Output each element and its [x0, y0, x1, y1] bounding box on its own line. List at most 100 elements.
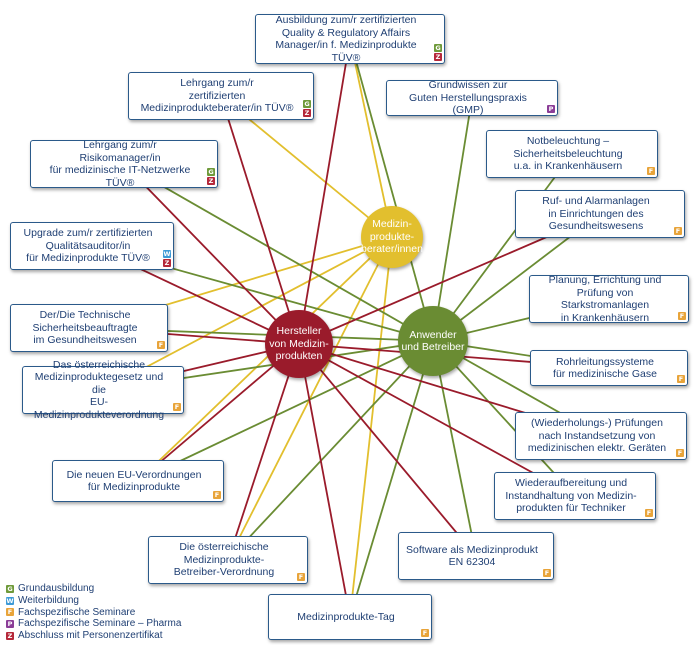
badge-f-icon: F	[645, 509, 653, 517]
course-starkstromanlagen[interactable]: Planung, Errichtung und Prüfung von Star…	[529, 274, 689, 324]
course-medizinproduktegesetz[interactable]: Das österreichische Medizinproduktegeset…	[22, 359, 184, 421]
legend-label: Fachspezifische Seminare	[18, 606, 136, 618]
badge-f-icon: F	[647, 167, 655, 175]
badge-f-icon: F	[297, 573, 305, 581]
course-label: Planung, Errichtung und Prüfung von Star…	[548, 274, 662, 324]
course-label: Die österreichische Medizinprodukte- Bet…	[173, 541, 275, 579]
badge-f-icon: F	[676, 449, 684, 457]
badge-group: F	[213, 491, 221, 499]
badge-group: F	[157, 341, 165, 349]
connection-anwender-b14	[432, 340, 576, 497]
course-wiederholungspruefungen[interactable]: (Wiederholungs-) Prüfungen nach Instands…	[515, 412, 687, 460]
course-rohrleitungssysteme[interactable]: Rohrleitungssysteme für medizinische Gas…	[530, 350, 688, 386]
course-label: (Wiederholungs-) Prüfungen nach Instands…	[527, 417, 667, 455]
badge-group: F	[674, 227, 682, 235]
hub-hersteller[interactable]: Hersteller von Medizin- produkten	[265, 310, 333, 378]
connection-berater-b17	[349, 236, 393, 618]
connection-anwender-b16	[432, 340, 477, 557]
badge-group: F	[647, 167, 655, 175]
badge-group: F	[678, 312, 686, 320]
course-qualitaetsauditor[interactable]: Upgrade zum/r zertifizierten Qualitätsau…	[10, 222, 174, 270]
badge-group: P	[547, 105, 555, 113]
hub-medizinprodukteberater[interactable]: Medizin- produkte- berater/innen	[361, 206, 423, 268]
connection-anwender-b5	[432, 153, 573, 342]
badge-f-icon: F	[213, 491, 221, 499]
badge-group: F	[173, 403, 181, 411]
course-label: Notbeleuchtung – Sicherheitsbeleuchtung …	[513, 135, 623, 173]
course-qra-manager[interactable]: Ausbildung zum/r zertifizierten Quality …	[255, 14, 445, 64]
connection-hersteller-b4	[123, 163, 300, 345]
badge-z-icon: Z	[207, 177, 215, 185]
connection-anwender-b13	[137, 340, 434, 482]
hub-anwender-betreiber[interactable]: Anwender und Betreiber	[398, 306, 468, 376]
badge-g-icon: G	[434, 44, 442, 52]
connection-anwender-b4	[123, 163, 434, 342]
badge-w-icon: W	[163, 250, 171, 258]
course-ruf-alarmanlagen[interactable]: Ruf- und Alarmanlagen in Einrichtungen d…	[515, 190, 685, 238]
badge-f-icon: F	[173, 403, 181, 411]
connection-anwender-b17	[349, 340, 434, 618]
course-betreiber-verordnung[interactable]: Die österreichische Medizinprodukte- Bet…	[148, 536, 308, 584]
legend-label: Grundausbildung	[18, 583, 95, 594]
course-label: Wiederaufbereitung und Instandhaltung vo…	[505, 477, 637, 515]
course-label: Lehrgang zum/r Risikomanager/in für medi…	[49, 139, 191, 189]
course-wiederaufbereitung[interactable]: Wiederaufbereitung und Instandhaltung vo…	[494, 472, 656, 520]
course-label: Der/Die Technische Sicherheitsbeauftragt…	[32, 309, 138, 347]
course-label: Ruf- und Alarmanlagen in Einrichtungen d…	[542, 195, 650, 233]
connection-hersteller-b14	[298, 343, 576, 497]
connection-hersteller-b15	[227, 343, 300, 561]
course-label: Ausbildung zum/r zertifizierten Quality …	[275, 14, 417, 64]
connection-berater-b11	[102, 236, 393, 391]
course-label: Die neuen EU-Verordnungen für Medizinpro…	[66, 468, 202, 494]
badge-f-icon: F	[678, 312, 686, 320]
badge-w-icon: W	[6, 596, 14, 605]
course-label: Rohrleitungssysteme für medizinische Gas…	[553, 355, 657, 381]
badge-group: F	[676, 449, 684, 457]
course-sicherheitsbeauftragte[interactable]: Der/Die Technische Sicherheitsbeauftragt…	[10, 304, 168, 352]
course-label: Software als Medizinprodukt EN 62304	[406, 543, 538, 569]
legend-item: F Fachspezifische Seminare	[6, 607, 181, 619]
connection-anwender-b1	[349, 38, 434, 342]
course-label: Lehrgang zum/r zertifizierten Medizinpro…	[140, 77, 294, 115]
course-label: Medizinprodukte-Tag	[297, 610, 395, 623]
connection-berater-b1	[349, 38, 393, 238]
badge-group: F	[645, 509, 653, 517]
course-label: Upgrade zum/r zertifizierten Qualitätsau…	[23, 227, 153, 265]
course-label: Grundwissen zur Guten Herstellungspraxis…	[409, 79, 527, 117]
badge-p-icon: P	[6, 620, 14, 629]
badge-z-icon: Z	[163, 259, 171, 267]
connection-hersteller-b2	[220, 95, 300, 345]
badge-f-icon: F	[6, 608, 14, 617]
course-eu-verordnungen[interactable]: Die neuen EU-Verordnungen für Medizinpro…	[52, 460, 224, 502]
connection-hersteller-b17	[298, 343, 351, 618]
course-notbeleuchtung[interactable]: Notbeleuchtung – Sicherheitsbeleuchtung …	[486, 130, 658, 178]
connection-hersteller-b13	[137, 343, 300, 482]
badge-g-icon: G	[303, 100, 311, 108]
badge-p-icon: P	[547, 105, 555, 113]
connection-hersteller-b16	[298, 343, 477, 557]
badge-g-icon: G	[6, 584, 14, 593]
connection-hersteller-b1	[298, 38, 351, 345]
course-medizinprodukteberater[interactable]: Lehrgang zum/r zertifizierten Medizinpro…	[128, 72, 314, 120]
course-risikomanager[interactable]: Lehrgang zum/r Risikomanager/in für medi…	[30, 139, 218, 189]
course-gmp[interactable]: Grundwissen zur Guten Herstellungspraxis…	[386, 79, 558, 117]
badge-z-icon: Z	[303, 109, 311, 117]
connection-anwender-b15	[227, 340, 434, 561]
badge-f-icon: F	[543, 569, 551, 577]
legend-item: P Fachspezifische Seminare – Pharma	[6, 618, 181, 630]
connection-berater-b13	[137, 236, 393, 482]
legend-label: Abschluss mit Personenzertifikat	[18, 630, 163, 642]
legend-label: Fachspezifische Seminare – Pharma	[18, 618, 182, 630]
badge-z-icon: Z	[434, 53, 442, 61]
badge-g-icon: G	[207, 168, 215, 176]
badge-group: F	[543, 569, 551, 577]
badge-f-icon: F	[674, 227, 682, 235]
legend-label: Weiterbildung	[18, 594, 79, 606]
